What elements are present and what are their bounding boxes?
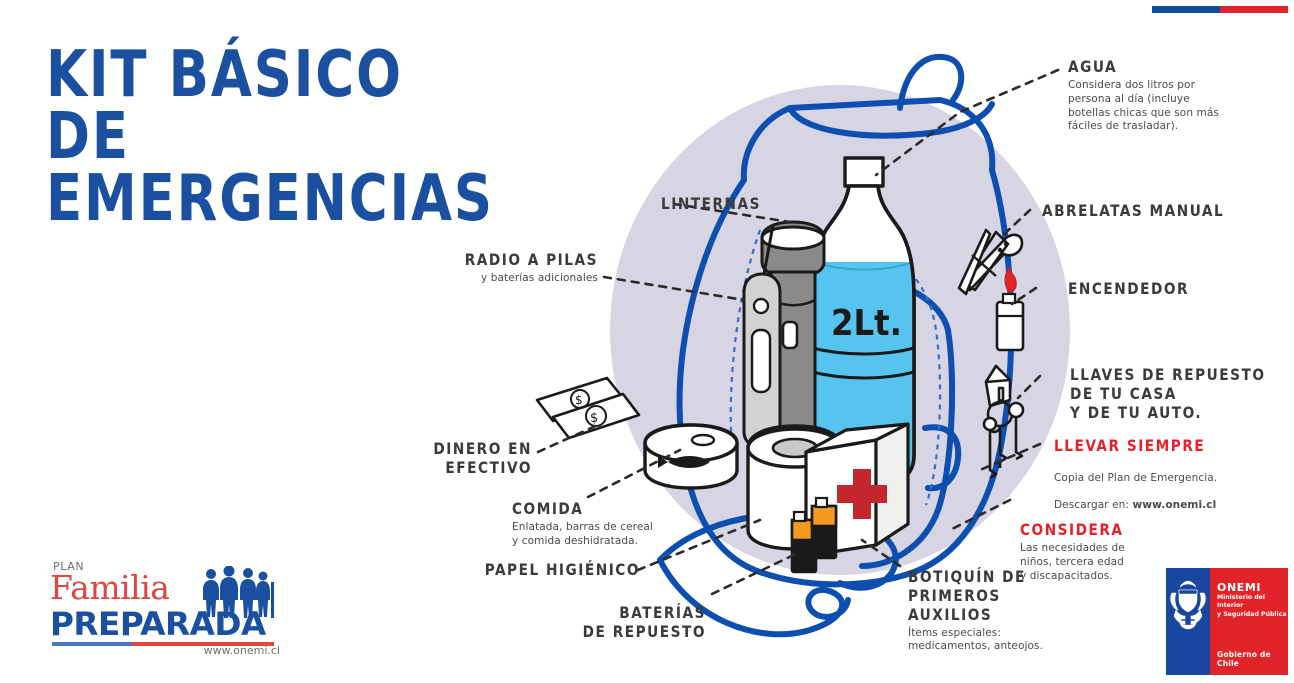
lighter-icon bbox=[995, 266, 1025, 352]
bottle-volume-label: 2Lt. bbox=[831, 303, 902, 344]
plan-logo-bar-red bbox=[132, 642, 274, 646]
flag-blue-segment bbox=[1152, 6, 1220, 13]
flame-icon bbox=[1004, 266, 1017, 293]
label-agua-body: Considera dos litros por persona al día … bbox=[1068, 78, 1219, 133]
fish-icon bbox=[658, 456, 710, 468]
onemi-logo-name: ONEMI bbox=[1217, 581, 1262, 594]
page-title: KIT BÁSICO DE EMERGENCIAS bbox=[46, 43, 494, 237]
label-agua: AGUA Considera dos litros por persona al… bbox=[1068, 57, 1234, 134]
leader-abrelatas bbox=[998, 208, 1032, 240]
leader-considera bbox=[948, 498, 1012, 532]
chile-coat-of-arms-icon bbox=[1170, 580, 1206, 630]
can-opener-icon bbox=[957, 228, 1024, 296]
label-radio-heading: RADIO A PILAS bbox=[464, 250, 598, 269]
label-comida-heading: COMIDA bbox=[512, 499, 584, 518]
backpack-icon bbox=[676, 53, 1015, 588]
label-linternas-heading: LINTERNAS bbox=[660, 194, 761, 213]
label-papel-higienico: PAPEL HIGIÉNICO bbox=[470, 560, 640, 580]
flag-red-segment bbox=[1220, 6, 1288, 13]
label-baterias-repuesto: BATERÍAS DE REPUESTO bbox=[556, 603, 706, 642]
label-radio-body: y baterías adicionales bbox=[481, 271, 598, 284]
plan-logo-plan-text: PLAN bbox=[53, 560, 85, 573]
keys-icon bbox=[982, 364, 1025, 480]
leader-encendedor bbox=[1010, 286, 1038, 306]
plan-familia-preparada-logo: PLAN Familia PREPARADA www.onemi.cl bbox=[50, 560, 280, 657]
label-abrelatas-manual: ABRELATAS MANUAL bbox=[1042, 201, 1242, 221]
label-considera-body: Las necesidades de niños, tercera edad y… bbox=[1020, 541, 1125, 582]
label-comida-body: Enlatada, barras de cereal y comida desh… bbox=[512, 520, 653, 547]
label-agua-heading: AGUA bbox=[1068, 57, 1118, 76]
leader-botiquin bbox=[860, 538, 902, 568]
chile-flag-bar bbox=[1152, 6, 1288, 13]
label-linternas: LINTERNAS bbox=[601, 194, 761, 214]
leader-lines bbox=[536, 68, 1060, 596]
leader-radio bbox=[602, 275, 746, 302]
plan-logo-familia-text: Familia bbox=[50, 568, 170, 607]
leader-llevar bbox=[978, 442, 1042, 472]
label-llaves-repuesto: LLAVES DE REPUESTO DE TU CASA Y DE TU AU… bbox=[1070, 365, 1285, 423]
label-botiquin: BOTIQUÍN DE PRIMEROS AUXILIOS Ítems espe… bbox=[908, 567, 1098, 654]
onemi-logo: ONEMI Ministerio del Interior y Segurida… bbox=[1166, 568, 1288, 675]
family-silhouette-icon bbox=[203, 566, 274, 618]
label-considera-heading: CONSIDERA bbox=[1020, 520, 1124, 539]
label-encendedor: ENCENDEDOR bbox=[1068, 279, 1268, 299]
label-llevar-siempre-heading: LLEVAR SIEMPRE bbox=[1054, 436, 1206, 455]
svg-text:$: $ bbox=[590, 411, 598, 426]
plan-logo-color-bar bbox=[52, 642, 274, 646]
label-llevar-siempre: LLEVAR SIEMPRE Copia del Plan de Emergen… bbox=[1054, 436, 1244, 513]
leader-agua bbox=[874, 68, 1060, 177]
label-papel-heading: PAPEL HIGIÉNICO bbox=[484, 560, 640, 579]
title-line-2: EMERGENCIAS bbox=[46, 162, 494, 237]
leader-dinero bbox=[536, 422, 602, 454]
label-encendedor-heading: ENCENDEDOR bbox=[1068, 279, 1190, 298]
leader-comida bbox=[586, 448, 682, 499]
leader-linternas bbox=[672, 202, 792, 224]
leader-papel bbox=[636, 518, 762, 572]
leader-baterias bbox=[710, 550, 802, 596]
leader-llaves bbox=[1016, 374, 1042, 400]
plan-logo-url[interactable]: www.onemi.cl bbox=[203, 644, 280, 657]
label-dinero-efectivo: DINERO EN EFECTIVO bbox=[398, 439, 532, 478]
batteries-icon bbox=[790, 496, 838, 574]
label-baterias-heading: BATERÍAS DE REPUESTO bbox=[582, 603, 706, 641]
label-llevar-siempre-body: Copia del Plan de Emergencia. Descargar … bbox=[1054, 458, 1244, 513]
label-dinero-heading: DINERO EN EFECTIVO bbox=[433, 439, 532, 477]
label-botiquin-body: Ítems especiales: medicamentos, anteojos… bbox=[908, 626, 1044, 653]
onemi-logo-ministry: Ministerio del Interior y Seguridad Públ… bbox=[1217, 594, 1287, 618]
red-cross-icon bbox=[837, 469, 887, 519]
money-icon: $ $ bbox=[535, 376, 641, 440]
label-considera: CONSIDERA Las necesidades de niños, terc… bbox=[1020, 520, 1200, 583]
llevar-siempre-line2-prefix: Descargar en: bbox=[1054, 499, 1133, 512]
svg-text:$: $ bbox=[575, 393, 583, 407]
label-comida: COMIDA Enlatada, barras de cereal y comi… bbox=[512, 499, 712, 549]
onemi-logo-text-panel: ONEMI Ministerio del Interior y Segurida… bbox=[1210, 568, 1288, 675]
first-aid-kit-icon bbox=[804, 422, 910, 558]
onemi-logo-crest-panel bbox=[1166, 568, 1210, 675]
label-llaves-heading: LLAVES DE REPUESTO DE TU CASA Y DE TU AU… bbox=[1070, 365, 1266, 422]
llevar-siempre-line1: Copia del Plan de Emergencia. bbox=[1054, 471, 1218, 484]
llevar-siempre-url[interactable]: www.onemi.cl bbox=[1132, 499, 1217, 512]
canned-food-icon bbox=[643, 423, 739, 490]
label-abrelatas-heading: ABRELATAS MANUAL bbox=[1042, 201, 1225, 220]
label-botiquin-heading: BOTIQUÍN DE PRIMEROS AUXILIOS bbox=[908, 567, 1026, 624]
flashlight-icon bbox=[760, 220, 826, 447]
onemi-logo-government: Gobierno de Chile bbox=[1217, 650, 1271, 668]
plan-logo-bar-blue bbox=[52, 642, 132, 646]
label-radio-a-pilas: RADIO A PILAS y baterías adicionales bbox=[418, 250, 598, 286]
title-line-1: KIT BÁSICO DE bbox=[46, 38, 403, 175]
